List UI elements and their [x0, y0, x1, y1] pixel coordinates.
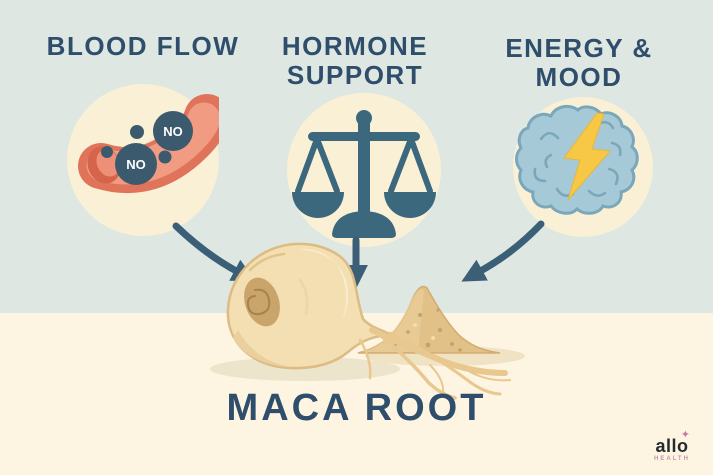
heading-line: ENERGY &: [505, 33, 653, 63]
small-molecule-dot: [101, 146, 113, 158]
no-molecule: NO: [115, 143, 157, 185]
icon-circle-hormone-support: [287, 93, 441, 247]
lightning-bolt-icon: [563, 112, 611, 201]
heading-line: BLOOD FLOW: [46, 31, 240, 61]
no-molecule-label: NO: [126, 157, 146, 172]
no-molecule: NO: [153, 111, 193, 151]
brand-name: allo: [655, 436, 689, 456]
blood-vessel-icon: NO NO: [78, 94, 219, 194]
brain-icon: [515, 104, 639, 215]
brand-logo: ✦ allo HEALTH: [646, 430, 698, 463]
sparkle-icon: ✦: [680, 429, 690, 441]
benefit-heading-energy-mood: ENERGY & MOOD: [429, 34, 713, 92]
icon-circle-blood-flow: NO NO: [67, 84, 219, 236]
heading-line: SUPPORT: [286, 60, 424, 90]
benefit-heading-blood-flow: BLOOD FLOW: [0, 32, 293, 61]
icon-circle-energy-mood: [513, 97, 653, 237]
small-molecule-dot: [130, 125, 144, 139]
heading-line: HORMONE: [281, 31, 429, 61]
small-molecule-dot: [158, 150, 172, 164]
page-title: MACA ROOT: [226, 387, 487, 429]
brand-tagline: HEALTH: [654, 456, 690, 462]
heading-line: MOOD: [535, 62, 623, 92]
benefit-heading-hormone-support: HORMONE SUPPORT: [205, 32, 505, 90]
no-molecule-label: NO: [163, 124, 183, 139]
balance-scale-icon: [292, 110, 436, 238]
